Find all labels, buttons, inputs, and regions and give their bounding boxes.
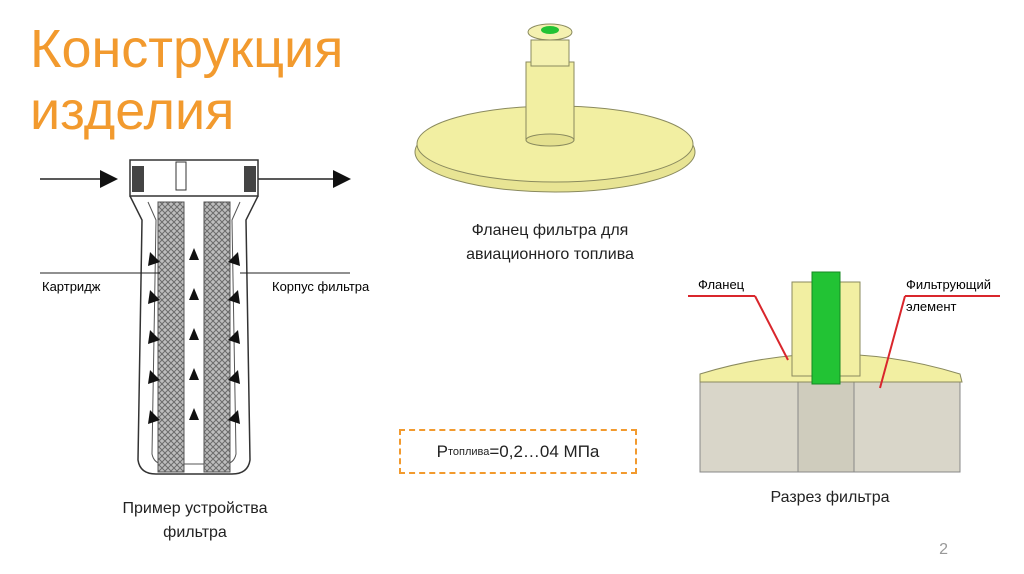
pressure-symbol: P <box>436 441 448 461</box>
pressure-subscript: топлива <box>447 445 490 458</box>
label-flange: Фланец <box>698 277 745 292</box>
title-line-1: Конструкция <box>30 19 344 79</box>
pressure-value: =0,2…04 МПа <box>489 441 600 461</box>
slide-number: 2 <box>939 541 948 558</box>
slide-title: Конструкция изделия <box>30 18 343 142</box>
label-cartridge: Картридж <box>42 279 101 294</box>
caption-flange: Фланец фильтра для авиационного топлива <box>466 222 634 263</box>
filter-schematic: Картридж Корпус фильтра <box>40 159 370 475</box>
label-housing: Корпус фильтра <box>272 279 370 294</box>
caption-filter-example: Пример устройства фильтра <box>122 500 268 541</box>
label-element-line1: Фильтрующий <box>906 277 991 292</box>
filter-section-image: Фланец Фильтрующий элемент <box>688 271 1000 473</box>
flange-image <box>414 23 696 193</box>
caption-section: Разрез фильтра <box>770 489 890 506</box>
title-line-2: изделия <box>30 81 235 141</box>
label-element-line2: элемент <box>906 299 957 314</box>
